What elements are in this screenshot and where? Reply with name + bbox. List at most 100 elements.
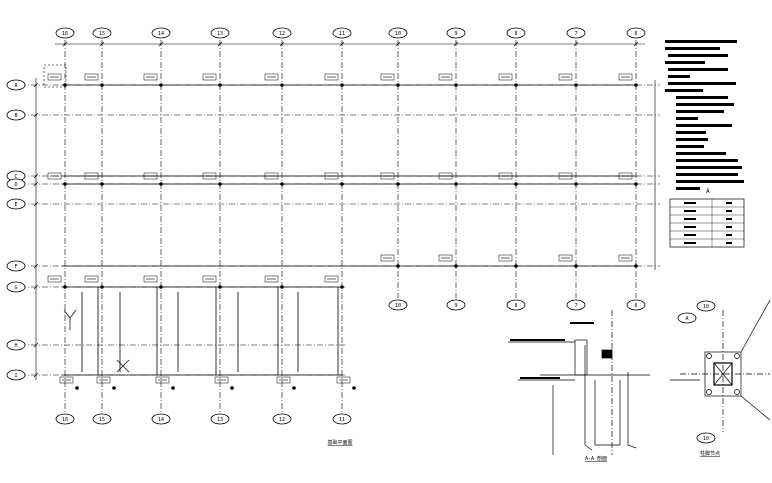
- column-dot: [574, 182, 578, 186]
- column-dot: [454, 182, 458, 186]
- grid-bubble-bottom: [92, 413, 112, 425]
- plan-caption: 基础平面图: [327, 439, 352, 446]
- grid-bubble-top: [55, 27, 75, 39]
- column-tag: [202, 275, 217, 283]
- grid-bubble-top-label: 13: [217, 31, 223, 37]
- notes-block: A: [665, 40, 744, 195]
- column-tag: [498, 254, 513, 262]
- column-dot: [159, 182, 163, 186]
- dimension-tick: [395, 41, 401, 47]
- note-line: [676, 96, 728, 99]
- grid-bubble-row: [6, 109, 26, 121]
- column-tag: [143, 275, 158, 283]
- cut-mark: [116, 359, 130, 373]
- grid-bubble-mid-label: 6: [634, 303, 637, 309]
- grid-bubble-top-label: 12: [279, 31, 285, 37]
- grid-bubble-bottom: [210, 413, 230, 425]
- table-cell-text: [684, 202, 696, 204]
- grid-bubble-row: [6, 339, 26, 351]
- column-tag: [214, 376, 229, 384]
- note-line: [676, 110, 724, 113]
- note-line: [665, 89, 703, 92]
- grid-bubble-top-label: 8: [514, 31, 517, 37]
- note-line: [676, 152, 726, 155]
- grid-bubble-top: [506, 27, 526, 39]
- column-dot: [75, 386, 79, 390]
- column-dot: [159, 285, 163, 289]
- dimension-tick: [217, 41, 223, 47]
- note-line: [676, 131, 706, 134]
- column-dot: [634, 182, 638, 186]
- column-base-detail: [670, 299, 771, 432]
- dimension-tick: [33, 173, 39, 179]
- node-bubble-label: 10: [703, 304, 709, 310]
- grid-bubble-row-label: D: [14, 182, 17, 188]
- column-dot: [171, 386, 175, 390]
- dimension-tick: [33, 112, 39, 118]
- grid-bubble-top-label: 6: [634, 31, 637, 37]
- note-line: [676, 173, 738, 176]
- column-dot: [340, 285, 344, 289]
- column-tag: [264, 73, 279, 81]
- column-tag: [498, 172, 513, 180]
- column-tag: [96, 376, 111, 384]
- grid-bubble-row-label: B: [14, 113, 17, 119]
- grid-bubble-bottom-label: 12: [279, 417, 285, 423]
- grid-bubble-bottom: [272, 413, 292, 425]
- note-line: [676, 180, 744, 183]
- note-line: [668, 68, 728, 71]
- column-tag: [380, 254, 395, 262]
- column-tag: [59, 376, 74, 384]
- grid-bubble-bottom: [332, 413, 352, 425]
- column-dot: [514, 182, 518, 186]
- grid-bubble-bottom-label: 15: [99, 417, 105, 423]
- grid-bubble-top: [151, 27, 171, 39]
- node-bubble: [677, 312, 697, 324]
- column-tag: [336, 376, 351, 384]
- column-dot: [396, 182, 400, 186]
- grid-bubble-row: [6, 79, 26, 91]
- dimension-tick: [339, 41, 345, 47]
- dimension-tick: [279, 41, 285, 47]
- table-cell-text: [726, 210, 732, 212]
- column-tag: [324, 172, 339, 180]
- table-cell-text: [726, 242, 732, 244]
- grid-bubble-row: [6, 260, 26, 272]
- anchor-bolt: [706, 389, 712, 395]
- column-tag: [438, 73, 453, 81]
- leader: [740, 395, 771, 421]
- grid-bubble-top: [92, 27, 112, 39]
- grid-bubble-bottom-label: 14: [158, 417, 164, 423]
- column-tag: [618, 172, 633, 180]
- column-dot: [454, 83, 458, 87]
- note-line: [676, 145, 704, 148]
- note-line: [676, 117, 698, 120]
- grid-bubble-top: [332, 27, 352, 39]
- grid-bubble-mid: [506, 299, 526, 311]
- table-cell-text: [684, 210, 696, 212]
- column-dot: [112, 386, 116, 390]
- node-bubble: [696, 300, 716, 312]
- grid-bubble-top-label: 9: [454, 31, 457, 37]
- node-bubble-label: 10: [703, 436, 709, 442]
- column-dot: [100, 285, 104, 289]
- column-marks: [43, 64, 638, 390]
- grid-bubble-top-label: 15: [99, 31, 105, 37]
- column-tag: [84, 73, 99, 81]
- column-tag: [202, 73, 217, 81]
- column-tag: [558, 73, 573, 81]
- table-cell-text: [684, 226, 696, 228]
- leader-text: [520, 377, 560, 379]
- column-tag: [380, 172, 395, 180]
- grid-bubble-row: [6, 198, 26, 210]
- dimension-tick: [513, 41, 519, 47]
- column-dot: [454, 264, 458, 268]
- rebar: [584, 345, 593, 451]
- grid-bubble-mid-label: 9: [454, 303, 457, 309]
- anchor-bolt: [734, 389, 740, 395]
- legend-marker: A: [706, 188, 710, 195]
- grid-bubble-top: [210, 27, 230, 39]
- dimension-tick: [62, 41, 68, 47]
